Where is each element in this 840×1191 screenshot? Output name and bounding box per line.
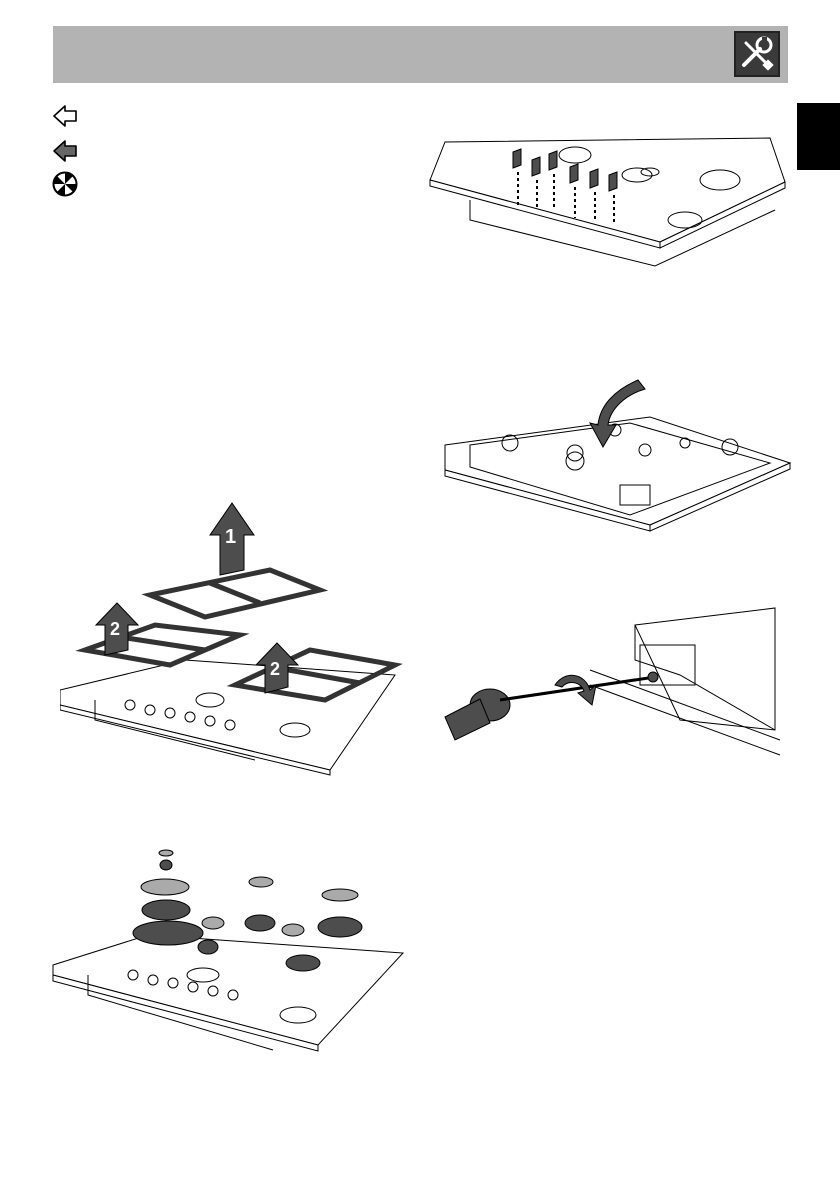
- knobs-removal-figure: [425, 130, 795, 275]
- outline-arrow-left-icon: [52, 103, 78, 129]
- filled-arrow-left-icon: [52, 138, 78, 164]
- page-header-bar: [53, 26, 788, 83]
- grates-removal-figure: 1 2 2: [60, 495, 410, 780]
- grate-arrow-2-left-label: 2: [110, 619, 120, 639]
- tools-icon: [734, 31, 780, 77]
- grate-arrow-1-label: 1: [225, 526, 236, 548]
- grate-arrow-2-right-label: 2: [270, 659, 280, 679]
- language-tab: [797, 103, 840, 170]
- hob-flip-figure: [440, 375, 800, 540]
- screwdriver-figure: [440, 605, 790, 770]
- wheel-icon: [52, 171, 78, 197]
- burner-parts-figure: [48, 845, 408, 1055]
